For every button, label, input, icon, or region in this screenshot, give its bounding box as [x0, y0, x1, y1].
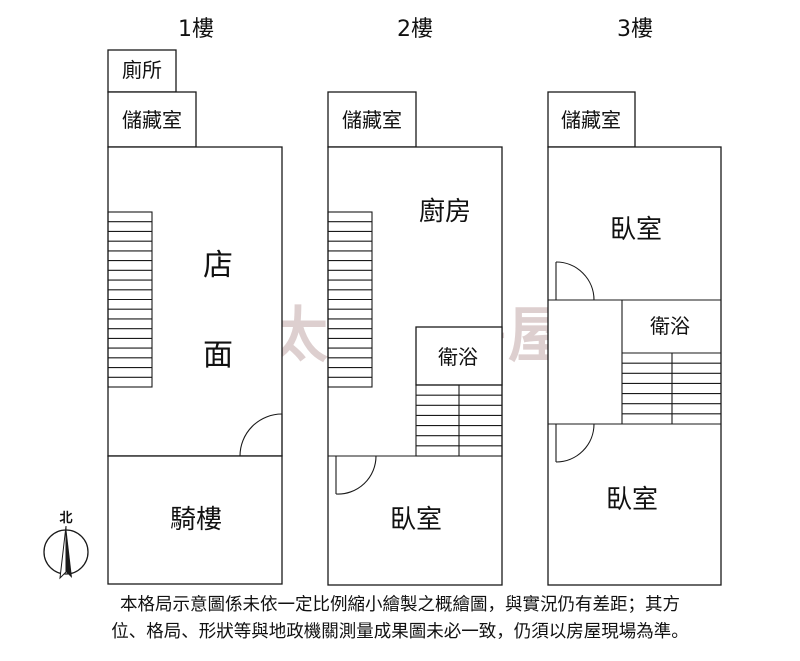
- f3-bath-label: 衛浴: [650, 314, 690, 338]
- floor-2-plan: 儲藏室 衛浴 廚房 臥室: [327, 91, 503, 586]
- f2-bath-room: [415, 326, 503, 386]
- f3-door-top-icon: [555, 261, 595, 301]
- f2-door-icon: [335, 455, 377, 495]
- floor-2-label: 2樓: [397, 17, 433, 42]
- f3-bedroom-top-label: 臥室: [610, 215, 662, 245]
- f2-bath-label: 衛浴: [438, 345, 478, 369]
- floor-3-plan: 儲藏室 衛浴 臥室 臥室: [547, 91, 722, 586]
- f2-stairs-lower: [415, 384, 503, 457]
- f1-shop-label-2: 面: [203, 338, 233, 373]
- f2-storage-room: [327, 91, 417, 148]
- disclaimer-line-1: 本格局示意圖係未依一定比例縮小繪製之概繪圖，與實況仍有差距；其方: [120, 595, 680, 615]
- f2-kitchen-label: 廚房: [419, 197, 471, 227]
- f2-storage-label: 儲藏室: [342, 108, 402, 132]
- floor-3-label: 3樓: [617, 17, 653, 42]
- disclaimer-text: 本格局示意圖係未依一定比例縮小繪製之概繪圖，與實況仍有差距；其方 位、格局、形狀…: [0, 592, 800, 646]
- disclaimer-line-2: 位、格局、形狀等與地政機關測量成果圖未必一致，仍須以房屋現場為準。: [111, 622, 689, 642]
- f1-arcade-label: 騎樓: [170, 505, 222, 535]
- f3-stairs: [622, 353, 721, 424]
- f1-shop-label-1: 店: [203, 248, 233, 283]
- f2-stairs-upper: [327, 211, 373, 388]
- compass-north-icon: 北: [43, 511, 89, 580]
- f1-stairs: [107, 211, 153, 388]
- f1-storage-label: 儲藏室: [122, 108, 182, 132]
- compass-north-label: 北: [59, 511, 72, 526]
- f2-main-room: [327, 146, 503, 586]
- f3-bedroom-bottom-label: 臥室: [606, 485, 658, 515]
- f3-door-bottom-icon: [555, 423, 595, 463]
- f3-storage-room: [547, 91, 636, 148]
- floor-1-label: 1樓: [178, 17, 214, 42]
- f3-storage-label: 儲藏室: [561, 108, 621, 132]
- f1-storage-room: [107, 91, 197, 148]
- f1-door-icon: [239, 413, 283, 457]
- f1-arcade-room: [107, 455, 283, 585]
- f2-bedroom-label: 臥室: [390, 505, 442, 535]
- f1-toilet-label: 廁所: [122, 58, 162, 82]
- floor-1-plan: 廁所 儲藏室 店 面 騎樓: [107, 49, 283, 585]
- f3-main-room: [547, 146, 722, 586]
- f1-shop-room: [107, 146, 283, 457]
